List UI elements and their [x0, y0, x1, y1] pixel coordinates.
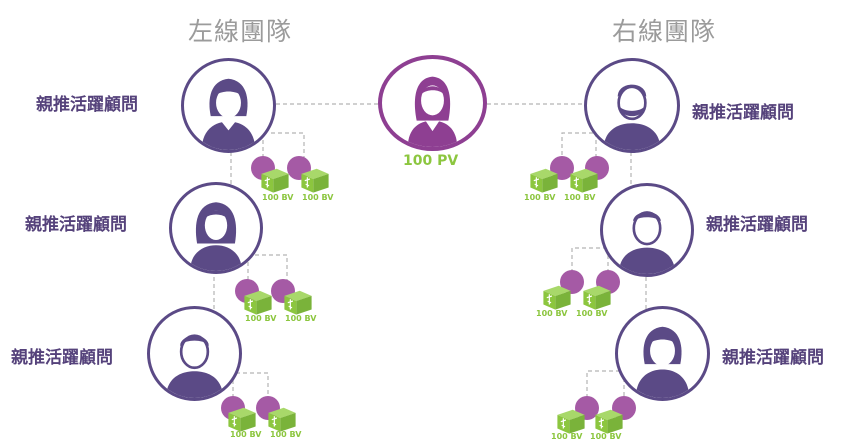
bv-label: 100 BV [262, 193, 294, 202]
bv-label: 100 BV [564, 193, 596, 202]
right-member-label-1: 親推活躍顧問 [692, 103, 794, 123]
female-avatar-icon [635, 326, 690, 398]
product-box-icon [298, 162, 332, 196]
bv-label: 100 BV [245, 314, 277, 323]
right-member-label-2: 親推活躍顧問 [706, 215, 808, 235]
bv-label: 100 BV [524, 193, 556, 202]
bv-label: 100 BV [302, 193, 334, 202]
bv-label: 100 BV [270, 430, 302, 439]
center-pv-label: 100 PV [403, 153, 459, 169]
bearded-male-avatar-icon [603, 84, 661, 150]
product-box-icon [258, 162, 292, 196]
left-member-label-3: 親推活躍顧問 [11, 348, 113, 368]
male-avatar-icon [166, 334, 223, 398]
product-box-icon [540, 279, 574, 313]
right-member-avatar-1 [584, 58, 680, 153]
male-avatar-icon [618, 211, 676, 274]
product-box-icon [225, 401, 259, 435]
bv-label: 100 BV [590, 432, 622, 441]
bv-label: 100 BV [536, 309, 568, 318]
female-avatar-icon [201, 78, 256, 150]
bv-label: 100 BV [576, 309, 608, 318]
right-member-label-3: 親推活躍顧問 [722, 348, 824, 368]
product-box-icon [241, 284, 275, 318]
product-box-icon [281, 284, 315, 318]
right-member-avatar-2 [600, 183, 694, 277]
left-member-label-2: 親推活躍顧問 [25, 215, 127, 235]
female-avatar-icon [407, 76, 458, 147]
product-box-icon [567, 162, 601, 196]
female-avatar-icon [190, 202, 242, 271]
product-box-icon [580, 279, 614, 313]
left-member-avatar-3 [147, 306, 242, 401]
left-team-title: 左線團隊 [188, 17, 293, 46]
center-member-avatar [378, 55, 487, 151]
right-member-avatar-3 [615, 306, 710, 401]
bv-label: 100 BV [285, 314, 317, 323]
bv-label: 100 BV [551, 432, 583, 441]
left-member-avatar-2 [169, 182, 263, 274]
left-member-avatar-1 [181, 58, 276, 153]
product-box-icon [592, 403, 626, 437]
left-member-label-1: 親推活躍顧問 [36, 95, 138, 115]
product-box-icon [527, 162, 561, 196]
product-box-icon [265, 401, 299, 435]
product-box-icon [554, 403, 588, 437]
bv-label: 100 BV [230, 430, 262, 439]
right-team-title: 右線團隊 [612, 17, 717, 46]
